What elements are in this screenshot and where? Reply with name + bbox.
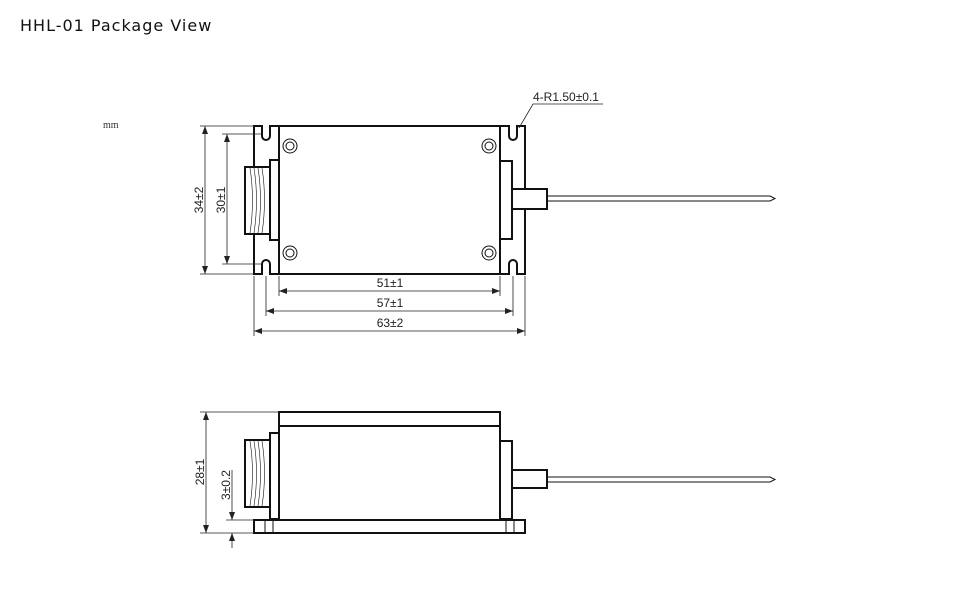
dim-height-inner: 30±1 bbox=[214, 186, 228, 213]
dim-width-outer: 63±2 bbox=[377, 316, 404, 330]
fiber-stub bbox=[511, 188, 548, 210]
connector-plate-side bbox=[269, 432, 280, 520]
dim-base-thickness: 3±0.2 bbox=[219, 470, 233, 500]
fiber-plate bbox=[499, 160, 513, 240]
connector-plate bbox=[269, 159, 280, 241]
dim-width-body: 51±1 bbox=[377, 276, 404, 290]
fiber-pigtail bbox=[547, 195, 777, 202]
threaded-connector-side bbox=[244, 439, 271, 508]
dim-height-total: 28±1 bbox=[193, 458, 207, 485]
unit-label: mm bbox=[103, 120, 119, 131]
fiber-stub-side bbox=[511, 469, 548, 489]
dim-width-holes: 57±1 bbox=[377, 296, 404, 310]
module-body-side bbox=[278, 425, 501, 521]
dim-slot-radius: 4-R1.50±0.1 bbox=[533, 90, 599, 104]
module-body bbox=[278, 125, 501, 275]
top-view: 34±2 30±1 51±1 57±1 63±2 4-R1.50±0.1 bbox=[192, 90, 777, 336]
dim-height-outer: 34±2 bbox=[192, 186, 206, 213]
side-view: 28±1 3±0.2 bbox=[193, 411, 777, 548]
lid bbox=[278, 411, 501, 427]
page-title: HHL-01 Package View bbox=[20, 16, 213, 35]
fiber-pigtail-side bbox=[547, 476, 777, 483]
base-plate bbox=[253, 519, 526, 534]
screw-icons bbox=[282, 138, 497, 261]
fiber-plate-side bbox=[499, 440, 513, 520]
threaded-connector bbox=[244, 166, 271, 235]
